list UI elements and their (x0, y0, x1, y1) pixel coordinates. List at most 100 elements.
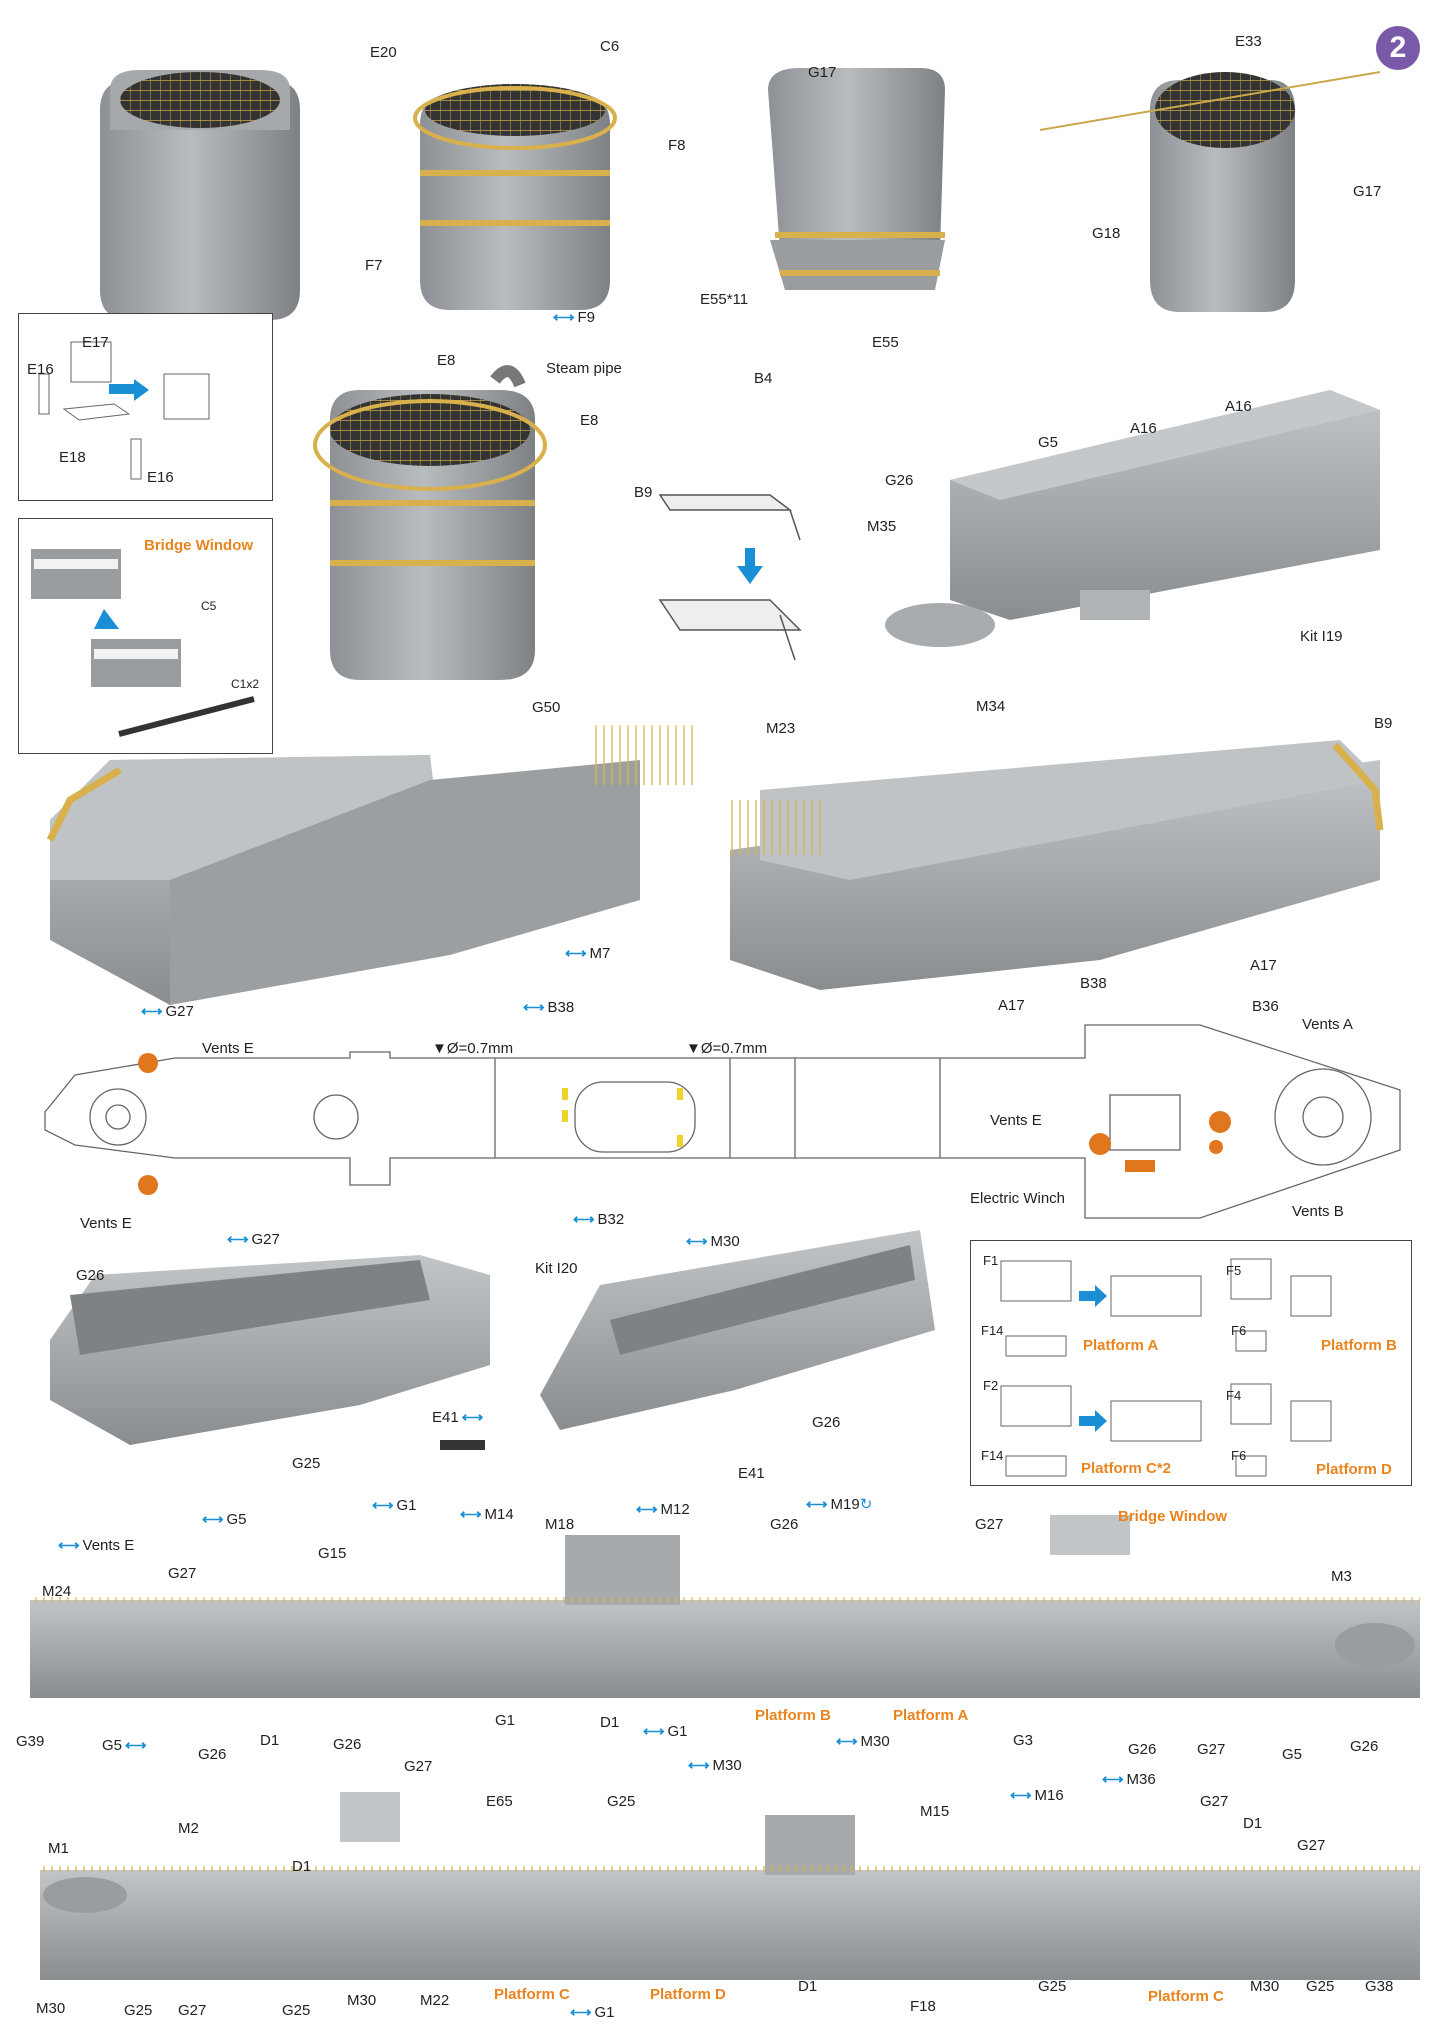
label-vents-e-bottom: Vents E (80, 1215, 132, 1232)
label-g27-side-c: G27 (1197, 1741, 1226, 1758)
label-drill-1: ▼Ø=0.7mm (432, 1040, 514, 1057)
funnel-top-image (1039, 71, 1381, 312)
bridge-window-title: Bridge Window (144, 537, 254, 554)
hull-left-image (50, 1255, 490, 1450)
label-platform-b-side: Platform B (755, 1707, 831, 1724)
label-a16-a: A16 (1130, 420, 1157, 437)
label-g3: G3 (1013, 1732, 1034, 1749)
deck-left-image (46, 725, 695, 1005)
label-a16-b: A16 (1225, 398, 1252, 415)
label-m30-lower-c: M30 (1250, 1978, 1280, 1995)
label-vents-e-right: Vents E (990, 1112, 1042, 1129)
label-m30-lower-a: M30 (36, 2000, 66, 2017)
deck-right-image (725, 740, 1384, 990)
label-f6-a: F6 (1231, 1323, 1247, 1338)
label-m16: ⟷M16 (1010, 1787, 1064, 1804)
label-electric-winch: Electric Winch (970, 1190, 1066, 1207)
label-m30-hull: ⟷M30 (686, 1233, 740, 1250)
label-e18: E18 (59, 449, 86, 466)
label-f4: F4 (1226, 1388, 1242, 1403)
label-g17-b: G17 (1353, 183, 1382, 200)
label-g25-lower-d: G25 (1038, 1978, 1067, 1995)
label-m30-side-a: ⟷M30 (688, 1757, 742, 1774)
label-g5-box: G5 (1038, 434, 1059, 451)
label-a17-b: A17 (998, 997, 1025, 1014)
label-f18: F18 (910, 1998, 936, 2015)
label-e55x11: E55*11 (700, 291, 749, 308)
label-m23: M23 (766, 720, 796, 737)
label-m14: ⟷M14 (460, 1506, 514, 1523)
label-m18: M18 (545, 1516, 575, 1533)
label-g25-hull: G25 (292, 1455, 321, 1472)
plan-view-highlights (138, 1053, 1231, 1195)
label-b4: B4 (754, 370, 773, 387)
label-m22: M22 (420, 1992, 450, 2009)
label-f8: F8 (668, 137, 686, 154)
label-vents-a: Vents A (1302, 1016, 1353, 1033)
label-g26-hull-left: G26 (76, 1267, 105, 1284)
label-g15: G15 (318, 1545, 347, 1562)
label-f14-b: F14 (981, 1448, 1004, 1463)
label-g1-a: ⟷G1 (372, 1497, 417, 1514)
label-b38-top: ⟷B38 (523, 999, 575, 1016)
label-e8-a: E8 (437, 352, 456, 369)
label-g26-box: G26 (885, 472, 914, 489)
label-m30-side-b: ⟷M30 (836, 1733, 890, 1750)
label-g26-side-a: G26 (198, 1746, 227, 1763)
step-number-badge: 2 (1376, 26, 1420, 70)
label-m19: ⟷M19↻ (806, 1496, 873, 1513)
label-g17-a: G17 (808, 64, 837, 81)
label-g25-lower-a: G25 (124, 2002, 153, 2019)
label-g50: G50 (532, 699, 561, 716)
label-g26-side-e: G26 (1350, 1738, 1379, 1755)
funnel-assembly-image (313, 365, 547, 680)
label-g1-c: ⟷G1 (643, 1723, 688, 1740)
label-g27-lower-c: G27 (1200, 1793, 1229, 1810)
label-drill-2: ▼Ø=0.7mm (686, 1040, 768, 1057)
bridge-window-detail-panel: Bridge Window C5 C1x2 (18, 518, 273, 754)
label-g1-b: G1 (495, 1712, 516, 1729)
label-f6-b: F6 (1231, 1448, 1247, 1463)
label-g27-hull: ⟷G27 (227, 1231, 280, 1248)
label-d1-lower-b: D1 (798, 1978, 818, 1995)
label-d1-side-b: D1 (600, 1714, 620, 1731)
label-e17: E17 (82, 334, 109, 351)
label-e55: E55 (872, 334, 899, 351)
box-assembly-image (885, 390, 1380, 647)
label-kit-i19: Kit I19 (1300, 628, 1343, 645)
ship-side-upper-image (30, 1515, 1420, 1698)
label-g1-lower: ⟷G1 (570, 2004, 615, 2021)
label-g25-lower-c: G25 (607, 1793, 636, 1810)
label-m24: M24 (42, 1583, 72, 1600)
bridge-window-sketch (31, 549, 255, 737)
label-c5: C5 (201, 599, 217, 613)
label-g39: G39 (16, 1733, 45, 1750)
label-g5-a: G5⟷ (102, 1737, 147, 1754)
label-e33: E33 (1235, 33, 1262, 50)
label-g27-lower-b: G27 (404, 1758, 433, 1775)
label-b38-right: B38 (1080, 975, 1107, 992)
label-g26-side-c: G26 (770, 1516, 799, 1533)
label-g38: G38 (1365, 1978, 1394, 1995)
label-f2: F2 (983, 1378, 999, 1393)
label-platform-c: Platform C*2 (1081, 1460, 1172, 1477)
label-c6: C6 (600, 38, 620, 55)
label-platform-c-lower-b: Platform C (1148, 1988, 1224, 2005)
e-parts-detail-panel: E17 E16 E18 E16 (18, 313, 273, 501)
label-m15: M15 (920, 1803, 950, 1820)
label-e41-b: E41 (738, 1465, 765, 1482)
label-g26-side-d: G26 (1128, 1741, 1157, 1758)
label-f9: ⟷F9 (553, 309, 596, 326)
label-e8-b: E8 (580, 412, 599, 429)
label-d1-lower-c: D1 (1243, 1815, 1263, 1832)
platform-sketches (1000, 1258, 1332, 1477)
label-m3: M3 (1331, 1568, 1352, 1585)
label-f1: F1 (983, 1253, 999, 1268)
hull-right-image (540, 1230, 935, 1430)
label-g27-side-b: G27 (975, 1516, 1004, 1533)
label-platform-a: Platform A (1083, 1337, 1159, 1354)
label-f5: F5 (1226, 1263, 1242, 1278)
label-platform-b: Platform B (1321, 1337, 1397, 1354)
label-g25-lower-b: G25 (282, 2002, 311, 2019)
